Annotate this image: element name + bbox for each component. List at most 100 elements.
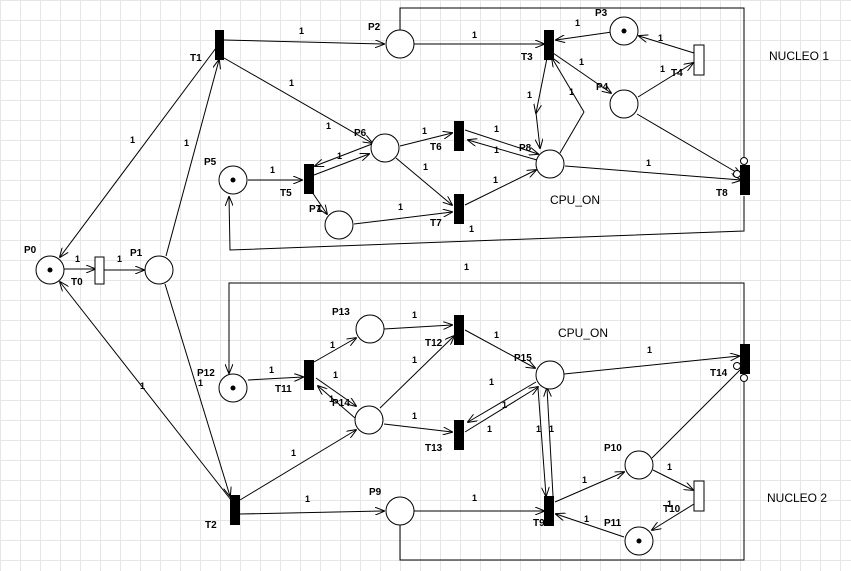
place-p5[interactable] bbox=[218, 165, 248, 195]
weight: 1 bbox=[536, 424, 541, 434]
arc-p15-t9 bbox=[537, 387, 546, 496]
transition-t2[interactable] bbox=[230, 495, 240, 525]
place-p0[interactable] bbox=[35, 255, 65, 285]
weight: 1 bbox=[75, 254, 80, 264]
arc-p6-t6 bbox=[399, 133, 452, 147]
place-p10[interactable] bbox=[624, 450, 654, 480]
place-p4[interactable] bbox=[609, 89, 639, 119]
place-p7[interactable] bbox=[324, 210, 354, 240]
arc-p8-t3b bbox=[552, 58, 585, 113]
arc-p7-t7 bbox=[353, 212, 452, 225]
label-t6: T6 bbox=[430, 142, 442, 153]
weight: 1 bbox=[667, 462, 672, 472]
transition-t1[interactable] bbox=[215, 30, 224, 60]
arc-p10-t14 bbox=[651, 369, 741, 459]
arc-t11-p14 bbox=[315, 377, 356, 406]
transition-t7[interactable] bbox=[454, 194, 464, 224]
arc-weights: 1 1 1 1 1 1 1 1 1 1 1 1 1 1 1 1 1 1 1 1 … bbox=[75, 18, 672, 524]
cpu-on-label-top: CPU_ON bbox=[550, 193, 600, 207]
arc-t11-p13 bbox=[313, 338, 356, 363]
arc-t9-p15 bbox=[547, 388, 554, 497]
arc-t3-p4 bbox=[552, 52, 611, 93]
arc-t1-p2 bbox=[223, 39, 384, 44]
place-p9[interactable] bbox=[385, 496, 415, 526]
weight: 1 bbox=[412, 355, 417, 365]
weight: 1 bbox=[646, 158, 651, 168]
arc-t2-p0 bbox=[60, 282, 232, 501]
arc-p4-t4 bbox=[637, 63, 693, 98]
transition-t10[interactable] bbox=[693, 480, 705, 512]
arc-p10-t10 bbox=[652, 469, 693, 490]
transition-t11[interactable] bbox=[304, 360, 314, 390]
transition-t0[interactable] bbox=[94, 256, 105, 285]
token bbox=[47, 267, 53, 273]
arc-t12-p15 bbox=[464, 329, 535, 368]
cpu-on-label-bottom: CPU_ON bbox=[558, 326, 608, 340]
place-p8[interactable] bbox=[535, 149, 565, 179]
weight: 1 bbox=[647, 345, 652, 355]
weight: 1 bbox=[412, 411, 417, 421]
weight: 1 bbox=[660, 64, 665, 74]
label-p5: P5 bbox=[204, 157, 217, 168]
transition-t13[interactable] bbox=[454, 420, 464, 450]
weight: 1 bbox=[487, 424, 492, 434]
place-p11[interactable] bbox=[624, 526, 654, 556]
label-t1: T1 bbox=[190, 53, 202, 64]
arc-p6-t7 bbox=[395, 157, 452, 205]
place-p13[interactable] bbox=[355, 314, 385, 344]
arc-t14-p12 bbox=[229, 282, 745, 373]
weight: 1 bbox=[423, 162, 428, 172]
transition-t6[interactable] bbox=[454, 121, 464, 151]
transition-t3[interactable] bbox=[544, 30, 554, 60]
inhibitor-t8-side bbox=[733, 170, 741, 178]
weight: 1 bbox=[337, 151, 342, 161]
weight: 1 bbox=[575, 18, 580, 28]
transitions bbox=[94, 30, 750, 526]
place-p15[interactable] bbox=[535, 360, 565, 390]
weight: 1 bbox=[305, 494, 310, 504]
transition-t8[interactable] bbox=[740, 165, 750, 195]
inhibitor-t14-side bbox=[733, 362, 741, 370]
weight: 1 bbox=[658, 33, 663, 43]
label-t8: T8 bbox=[716, 188, 728, 199]
label-p2: P2 bbox=[368, 22, 381, 33]
place-p3[interactable] bbox=[609, 16, 639, 46]
place-p14[interactable] bbox=[354, 405, 384, 435]
arcs bbox=[60, 7, 745, 561]
arc-t7-p8 bbox=[464, 170, 536, 206]
weight: 1 bbox=[330, 340, 335, 350]
weight: 1 bbox=[527, 90, 532, 100]
label-t9: T9 bbox=[533, 518, 545, 529]
weight: 1 bbox=[579, 57, 584, 67]
weight: 1 bbox=[412, 310, 417, 320]
transition-t14[interactable] bbox=[740, 344, 750, 374]
label-p14: P14 bbox=[332, 398, 350, 409]
place-p12[interactable] bbox=[218, 373, 248, 403]
arc-t1-p0 bbox=[60, 47, 217, 257]
token bbox=[621, 28, 627, 34]
weight: 1 bbox=[494, 330, 499, 340]
arc-p4-t8 bbox=[636, 113, 741, 175]
transition-labels: T0 T1 T2 T3 T4 T5 T6 T7 T8 T9 T10 T11 T1… bbox=[71, 52, 728, 531]
label-t0: T0 bbox=[71, 277, 83, 288]
label-p6: P6 bbox=[354, 128, 367, 139]
transition-t4[interactable] bbox=[693, 44, 705, 76]
place-p1[interactable] bbox=[144, 255, 174, 285]
label-p7: P7 bbox=[309, 204, 322, 215]
arc-p15-t14 bbox=[563, 356, 739, 375]
transition-t9[interactable] bbox=[544, 496, 554, 526]
arc-p14-t13 bbox=[383, 423, 452, 432]
weight: 1 bbox=[140, 381, 145, 391]
transition-t12[interactable] bbox=[454, 315, 464, 345]
label-t7: T7 bbox=[430, 218, 442, 229]
arc-p3-t3 bbox=[556, 31, 613, 40]
label-t10: T10 bbox=[663, 504, 681, 515]
place-p6[interactable] bbox=[370, 133, 400, 163]
arc-t2-p14 bbox=[239, 430, 356, 501]
transition-t5[interactable] bbox=[304, 164, 314, 194]
arc-p2-t8-inhibitor bbox=[399, 7, 745, 158]
place-p2[interactable] bbox=[385, 29, 415, 59]
weight: 1 bbox=[569, 87, 574, 97]
weight: 1 bbox=[289, 78, 294, 88]
weight: 1 bbox=[549, 424, 554, 434]
